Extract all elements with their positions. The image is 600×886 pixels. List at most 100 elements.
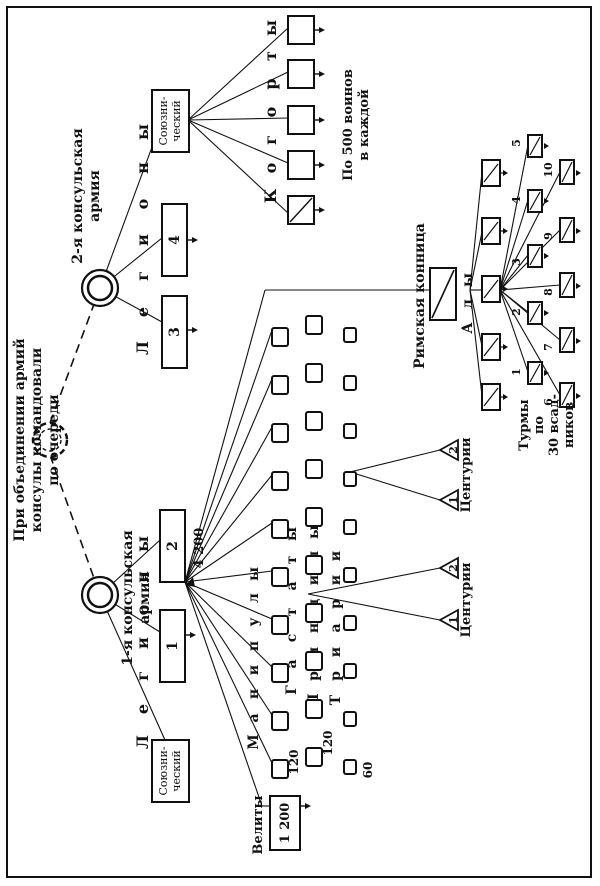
army2-node (80, 268, 120, 308)
turma-number: 1 (510, 368, 523, 376)
ally-box-army1: Союзни- ческий (151, 739, 190, 803)
letter: и (133, 637, 152, 649)
letter: н (133, 162, 152, 174)
turma-number: 6 (542, 398, 555, 406)
letter: л (246, 593, 262, 603)
letter: Л (133, 341, 152, 355)
turma-box (527, 301, 549, 325)
triarii-maniple (343, 327, 357, 343)
svg-text:2: 2 (447, 446, 460, 454)
centuries-principes: 12 (438, 556, 460, 632)
letter: ы (133, 124, 152, 140)
principes-maniple (305, 699, 323, 719)
legion-4-box: 4 (161, 203, 198, 277)
turma-number: 9 (542, 232, 555, 240)
gastati-maniple (271, 375, 289, 395)
letter: а (328, 623, 344, 632)
legion-1-box: 1 (159, 609, 196, 683)
ala-box (481, 275, 508, 303)
svg-text:консулы командовали: консулы командовали (29, 348, 45, 533)
turmae-label: Турмы по 30 всад- ников (517, 394, 577, 456)
svg-text:армия: армия (87, 170, 103, 222)
letter: р (261, 78, 280, 89)
turma-number: 4 (510, 196, 523, 204)
cohort-box (287, 195, 325, 225)
century-triangle: 1 (438, 608, 460, 632)
turma-box (527, 134, 549, 158)
svg-text:1 200: 1 200 (278, 803, 293, 844)
turma-box (559, 272, 581, 298)
triarii-maniple (343, 375, 357, 391)
turma-box (527, 361, 549, 385)
century-triangle: 1 (438, 488, 460, 512)
top-title: При объединении армий консулы командовал… (11, 338, 62, 541)
turma-number: 3 (510, 258, 523, 266)
triarii-maniple (343, 711, 357, 727)
connector-lines (49, 27, 561, 807)
svg-text:в каждой: в каждой (357, 89, 372, 161)
letter: т (261, 51, 280, 61)
centuries-label-triarii: Центурии (459, 437, 474, 512)
triarii-maniple (343, 423, 357, 439)
turma-box (559, 382, 581, 408)
principes-maniple (305, 507, 323, 527)
svg-text:1: 1 (165, 641, 181, 651)
principes-maniple (305, 651, 323, 671)
svg-text:Союзни-: Союзни- (157, 96, 170, 145)
svg-text:При объединении армий: При объединении армий (11, 338, 28, 541)
letter: с (284, 634, 300, 643)
cohort-box (287, 15, 325, 45)
svg-text:1: 1 (447, 616, 460, 624)
cohort-boxes (287, 15, 325, 225)
letter: н (133, 571, 152, 583)
army1-node (80, 575, 120, 615)
gastati-maniple (271, 615, 289, 635)
legion-strength: 4 200 (192, 528, 207, 569)
letter: ы (261, 20, 280, 36)
letter: Г (284, 685, 300, 695)
gastati-maniple (271, 567, 289, 587)
letter: Т (328, 694, 344, 705)
letter: н (306, 623, 322, 633)
svg-text:1: 1 (447, 496, 460, 504)
army2-label: 2-я консульская армия (70, 128, 103, 263)
gastati-maniple (271, 711, 289, 731)
gastati-maniple (271, 759, 289, 779)
letter: о (261, 106, 280, 117)
letter: р (328, 671, 344, 681)
ala-box (481, 159, 508, 187)
principes-maniple (305, 555, 323, 575)
svg-text:1-я консульская: 1-я консульская (120, 530, 136, 665)
svg-text:армия: армия (137, 572, 153, 624)
ala-box (481, 333, 508, 361)
cohorts-note: По 500 воинов в каждой (341, 69, 372, 181)
principes-maniple (305, 603, 323, 623)
letter: а (284, 581, 300, 590)
letter: А (460, 322, 476, 334)
ala-box (481, 217, 508, 245)
triarii-maniple (343, 615, 357, 631)
svg-text:2-я консульская: 2-я консульская (70, 128, 86, 263)
letter: н (246, 689, 262, 699)
cavalry-box (429, 267, 457, 321)
turma-number: 7 (542, 343, 555, 351)
letter: и (133, 234, 152, 246)
turma-box (527, 244, 549, 268)
turma-number: 5 (510, 139, 523, 147)
letter: л (460, 299, 476, 309)
letter: г (133, 271, 152, 281)
letter: К (261, 188, 280, 203)
maniple-boxes (271, 315, 357, 779)
army1-label: 1-я консульская армия (120, 530, 153, 665)
letter: ы (460, 273, 476, 287)
principes-maniple (305, 411, 323, 431)
letter: М (246, 734, 262, 750)
letter: т (284, 607, 300, 616)
letter: о (133, 604, 152, 615)
alae-letters: Ал ы (460, 273, 476, 334)
principes-maniple (305, 747, 323, 767)
triarii-maniple (343, 567, 357, 583)
letter: а (246, 713, 262, 722)
